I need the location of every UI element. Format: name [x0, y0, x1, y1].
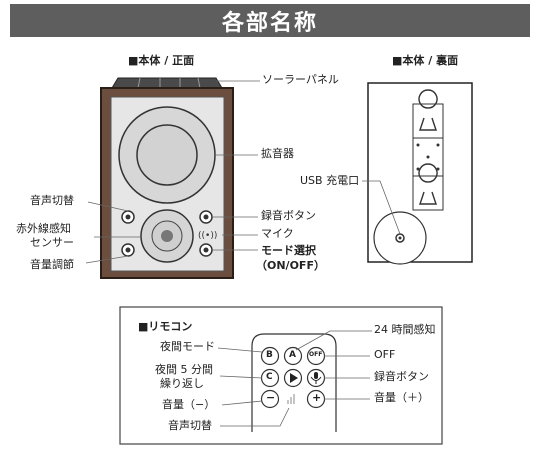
label-repeat: 繰り返し [160, 377, 204, 390]
label-record-button-remote: 録音ボタン [374, 370, 429, 383]
front-caption: ■本体 / 正面 [128, 54, 195, 67]
remote-button-b [260, 346, 280, 366]
signal-bars-icon [287, 394, 295, 404]
remote-c-glyph: C [266, 372, 273, 382]
label-mode-select-sub: （ON/OFF） [256, 259, 325, 272]
label-record-button: 録音ボタン [261, 209, 316, 222]
back-caption: ■本体 / 裏面 [392, 54, 459, 67]
label-mode-select: モード選択 [261, 244, 316, 257]
remote-minus-glyph: − [266, 391, 276, 404]
remote-off-glyph: OFF [309, 351, 323, 358]
label-sensor-24h: 24 時間感知 [374, 323, 436, 336]
remote-caption: ■リモコン [138, 320, 193, 333]
label-solar-panel: ソーラーパネル [262, 73, 339, 86]
remote-a-glyph: A [289, 350, 296, 360]
page-title-bar: 各部名称 [10, 4, 530, 37]
label-volume-down: 音量（−） [162, 398, 216, 411]
remote-plus-glyph: + [312, 391, 322, 404]
label-night-mode: 夜間モード [160, 340, 215, 353]
label-mic: マイク [261, 227, 294, 240]
label-ir-sensor: 赤外線感知 [16, 222, 71, 235]
label-sound-switch-remote: 音声切替 [168, 419, 212, 432]
label-usb-port: USB 充電口 [300, 174, 360, 187]
back-body [362, 82, 473, 265]
label-volume-adjust: 音量調節 [30, 258, 74, 271]
remote-button-a [283, 346, 303, 366]
front-body: ((•)) [100, 77, 234, 279]
mic-icon [314, 372, 318, 379]
mic-icon: ((•)) [198, 231, 217, 241]
mount-bracket [412, 103, 444, 211]
label-volume-up: 音量（＋） [374, 391, 429, 404]
solar-panel [111, 77, 223, 89]
label-off: OFF [374, 348, 396, 361]
remote-button-minus [260, 389, 280, 409]
page-title: 各部名称 [221, 10, 318, 36]
remote-device [251, 333, 337, 432]
label-night-5min: 夜間 5 分間 [155, 363, 213, 376]
label-sound-switch: 音声切替 [30, 194, 74, 207]
play-icon [290, 373, 298, 383]
label-ir-sensor-2: センサー [30, 236, 74, 249]
label-speaker: 拡音器 [261, 147, 294, 160]
remote-b-glyph: B [266, 350, 273, 360]
